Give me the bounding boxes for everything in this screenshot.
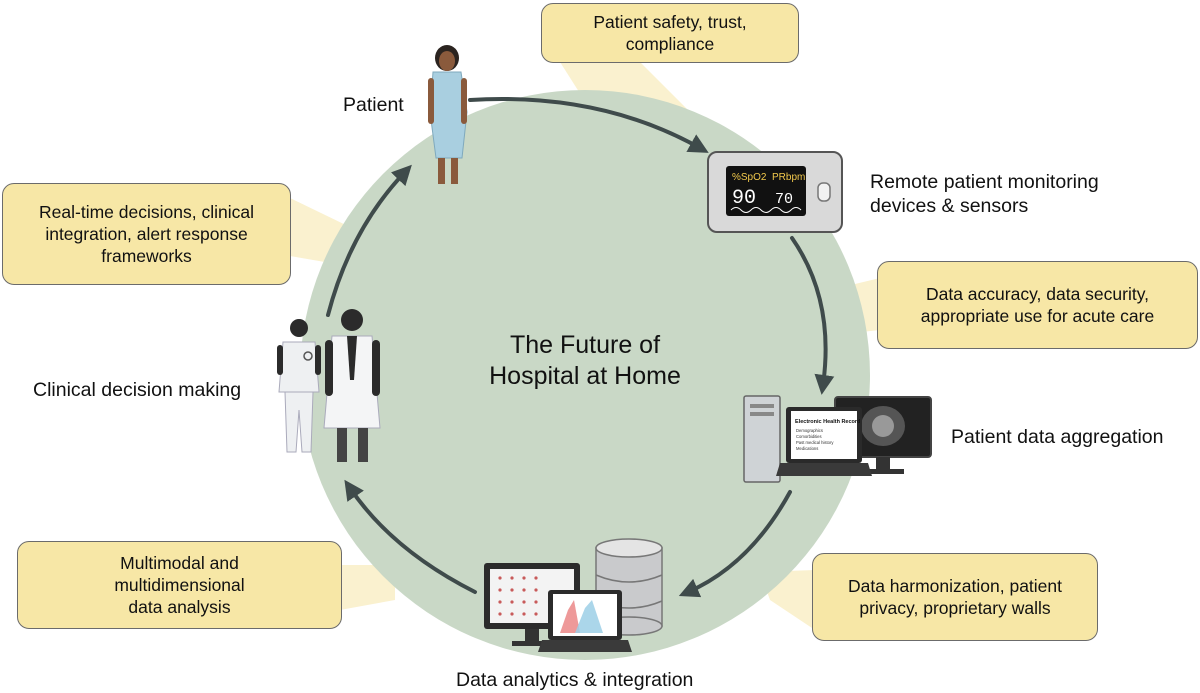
node-label-patient: Patient [343,94,404,116]
monitoring-line-1: Remote patient monitoring [870,171,1099,193]
nurse-arm-left [277,345,283,375]
patient-leg-right [451,158,458,184]
nurse-pants [284,391,314,453]
doctor-head [341,309,363,331]
title-line-2: Hospital at Home [489,362,681,390]
ct-monitor-stand [876,457,890,469]
arrow-analytics-to-clinical [344,479,477,594]
clinicians-figure [277,309,381,462]
ehr-item: Past medical history [796,440,834,445]
doctor-leg-left [337,428,347,462]
stethoscope-icon [303,351,313,361]
patient-arm-left [428,78,434,124]
beam-multimodal [340,565,395,610]
oximeter-waveform [730,207,802,213]
patient-head [439,51,455,71]
patient-leg-left [438,158,445,184]
nurse-scrubs-top [278,341,320,393]
oximeter-spo2-label: %SpO2 [732,172,767,183]
challenge-box-safety: Patient safety, trust, compliance [541,3,799,63]
ct-scan-core [872,415,894,437]
title-line-1: The Future of [509,331,661,359]
oximeter-button [817,182,831,202]
arrow-patient-to-monitoring [468,97,709,153]
ehr-item: Comorbidities [796,434,822,439]
ehr-title: Electronic Health Record [795,419,860,425]
arrow-clinical-to-patient [326,164,412,317]
diagram-title: The Future of Hospital at Home [450,330,720,392]
doctor-arm-left [325,340,333,396]
laptop-base [538,640,632,652]
node-label-clinical: Clinical decision making [33,379,242,401]
challenge-box-realtime: Real-time decisions, clinical integratio… [2,183,291,285]
pc-tower [743,395,781,483]
arrow-monitoring-to-aggregation [790,236,835,395]
challenge-box-multimodal: Multimodal and multidimensional data ana… [17,541,342,629]
nurse-head [290,319,308,337]
doctor-leg-right [358,428,368,462]
laptop-keyboard-base [776,463,872,476]
pc-tower-slot-1 [750,404,774,408]
oximeter-pr-value: 70 [775,191,793,208]
pulse-oximeter-device: %SpO2 PRbpm 90 70 [707,151,843,233]
database-top [595,538,663,558]
histogram-blue [575,600,603,633]
analytics-monitor-base [512,641,552,646]
node-label-analytics: Data analytics & integration [456,669,694,691]
challenge-box-harmonization: Data harmonization, patient privacy, pro… [812,553,1098,641]
node-label-aggregation: Patient data aggregation [951,426,1164,448]
laptop-display [791,411,857,459]
dot-matrix [498,576,538,616]
oximeter-spo2-value: 90 [732,187,756,210]
oximeter-screen [726,166,806,216]
analytics-setup [484,538,663,652]
patient-arm-right [461,78,467,124]
oximeter-pr-label: PRbpm [772,172,805,183]
ehr-item: Medications [796,446,818,451]
doctor-coat [323,335,381,429]
challenge-box-accuracy: Data accuracy, data security, appropriat… [877,261,1198,349]
cycle-arrows [326,97,835,598]
ct-monitor-base [862,469,904,474]
pc-tower-slot-2 [750,412,774,416]
analytics-monitor-stand [525,629,539,641]
monitoring-line-2: devices & sensors [870,195,1029,217]
ehr-computer-setup: Electronic Health Record Demographics Co… [743,395,932,483]
patient-figure [428,45,468,184]
histogram-red [560,600,580,633]
ehr-item: Demographics [796,428,823,433]
arrow-aggregation-to-analytics [678,490,792,598]
doctor-arm-right [372,340,380,396]
doctor-shirt [347,336,357,380]
node-label-monitoring: Remote patient monitoring devices & sens… [870,170,1099,218]
nurse-arm-right [315,345,321,375]
